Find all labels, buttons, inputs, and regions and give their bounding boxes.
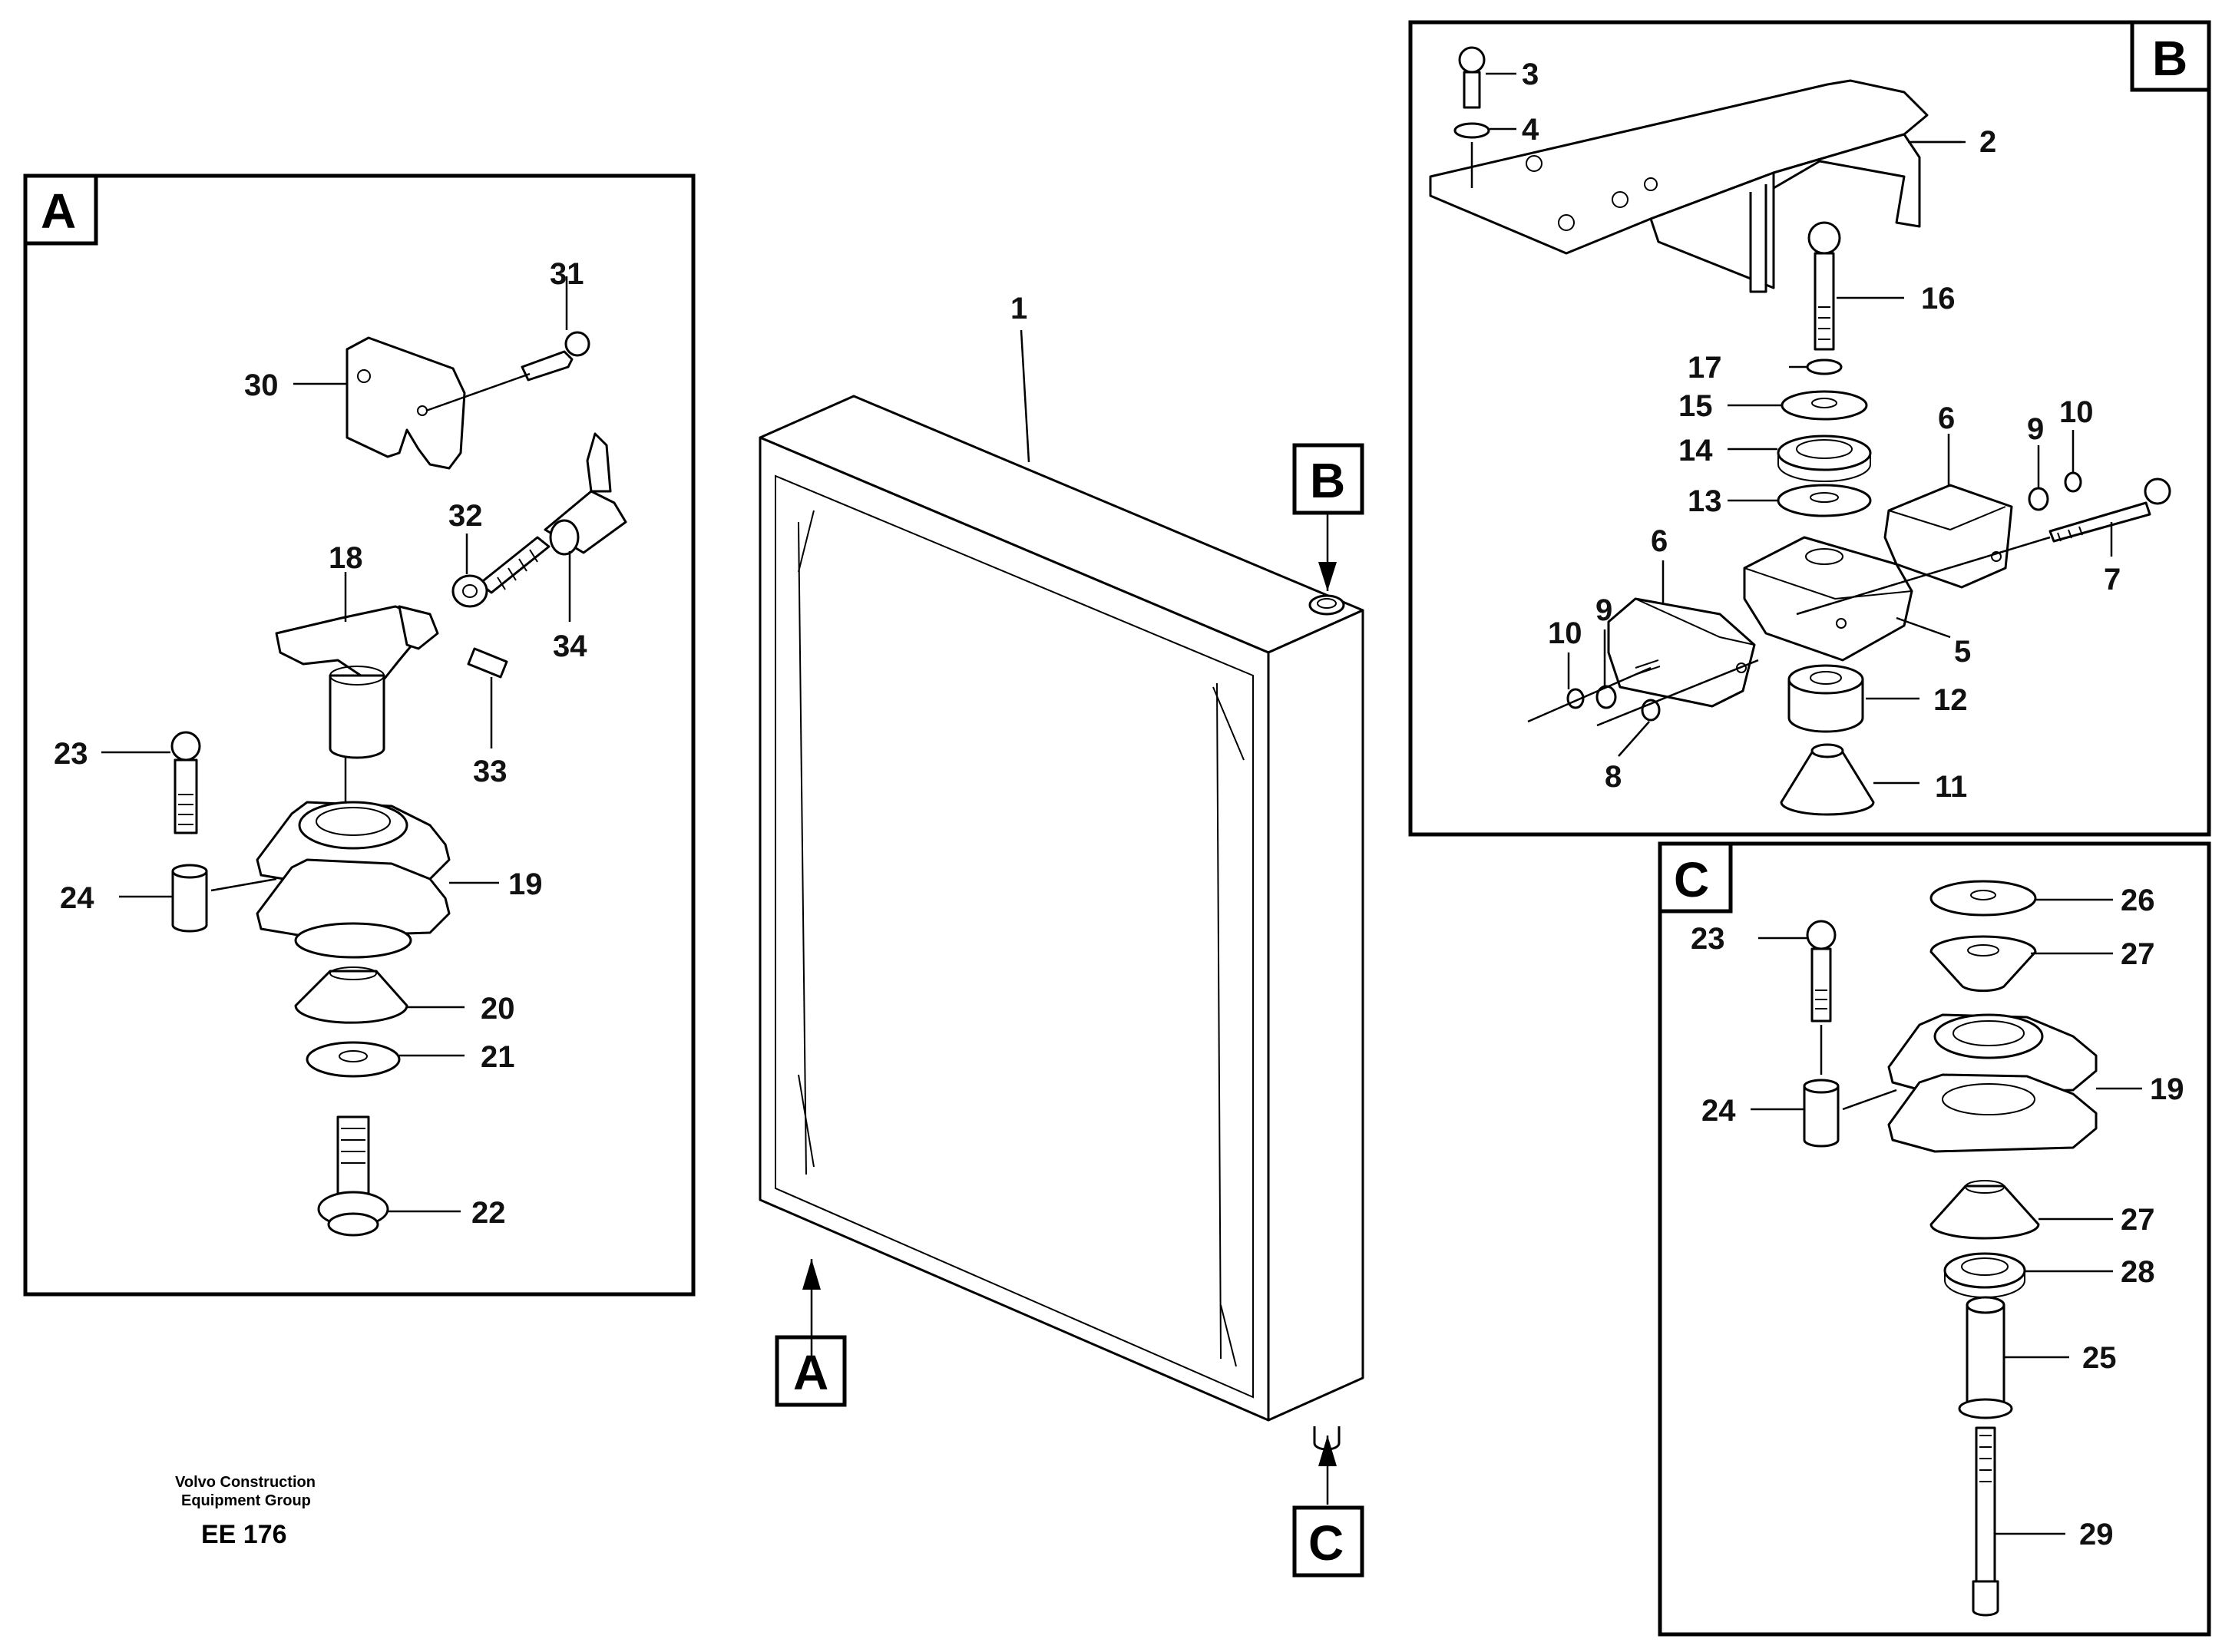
part-number-31: 31 (550, 257, 584, 291)
company-name-line1: Volvo Construction (175, 1474, 316, 1491)
svg-text:A: A (41, 183, 76, 239)
part-number-23-a: 23 (54, 737, 88, 771)
callout-a: A (775, 1259, 847, 1407)
part-number-24-a: 24 (60, 881, 94, 915)
leader-1 (1020, 329, 1030, 463)
part-number-34: 34 (553, 629, 587, 663)
part-number-9-left: 9 (1595, 593, 1612, 627)
callout-c: C (1292, 1436, 1364, 1578)
part-number-17: 17 (1688, 351, 1722, 385)
part-number-27-bottom: 27 (2121, 1203, 2155, 1237)
svg-text:B: B (2152, 31, 2187, 86)
footer: Volvo Construction Equipment Group EE 17… (175, 1474, 316, 1549)
detail-view-a: A (23, 173, 696, 1297)
part-number-29: 29 (2079, 1518, 2114, 1551)
part-number-3: 3 (1522, 58, 1539, 91)
part-number-10-right: 10 (2059, 395, 2094, 429)
part-number-25: 25 (2082, 1341, 2117, 1375)
radiator-core (759, 395, 1364, 1451)
part-number-15: 15 (1678, 389, 1713, 423)
part-number-28: 28 (2121, 1255, 2155, 1289)
part-number-4: 4 (1522, 113, 1539, 147)
part-number-5: 5 (1954, 635, 1971, 669)
part-number-33: 33 (473, 755, 508, 788)
part-number-8: 8 (1605, 760, 1622, 794)
part-number-26: 26 (2121, 884, 2155, 917)
part-number-2: 2 (1979, 125, 1996, 159)
part-number-13: 13 (1688, 484, 1722, 518)
part-number-16: 16 (1921, 282, 1956, 316)
part-number-23-c: 23 (1691, 922, 1725, 956)
part-number-32: 32 (448, 499, 483, 533)
part-number-6-right: 6 (1938, 401, 1955, 435)
part-number-20: 20 (481, 992, 515, 1026)
detail-view-b: B (1408, 20, 2211, 837)
part-number-22: 22 (471, 1196, 506, 1230)
drawing-code: EE 176 (201, 1520, 287, 1549)
part-number-6-left: 6 (1651, 524, 1668, 558)
part-number-18: 18 (329, 541, 363, 575)
callout-b: B (1292, 443, 1364, 591)
company-name-line2: Equipment Group (181, 1492, 311, 1509)
part-number-7: 7 (2104, 563, 2121, 596)
part-number-19-a: 19 (508, 867, 543, 901)
part-number-30: 30 (244, 368, 279, 402)
detail-view-c: C (1658, 841, 2211, 1637)
part-number-14: 14 (1678, 434, 1713, 468)
part-number-10-left: 10 (1548, 616, 1582, 650)
part-number-1: 1 (1010, 292, 1027, 325)
part-number-12: 12 (1933, 683, 1968, 717)
svg-text:B: B (1310, 453, 1345, 508)
svg-text:C: C (1674, 852, 1709, 907)
part-number-11: 11 (1935, 770, 1967, 804)
part-number-9-right: 9 (2027, 412, 2044, 446)
svg-text:A: A (793, 1345, 828, 1400)
svg-text:C: C (1308, 1515, 1344, 1571)
part-number-27-top: 27 (2121, 937, 2155, 971)
part-number-21: 21 (481, 1040, 515, 1074)
part-number-19-c: 19 (2150, 1072, 2184, 1106)
part-number-24-c: 24 (1701, 1094, 1736, 1128)
